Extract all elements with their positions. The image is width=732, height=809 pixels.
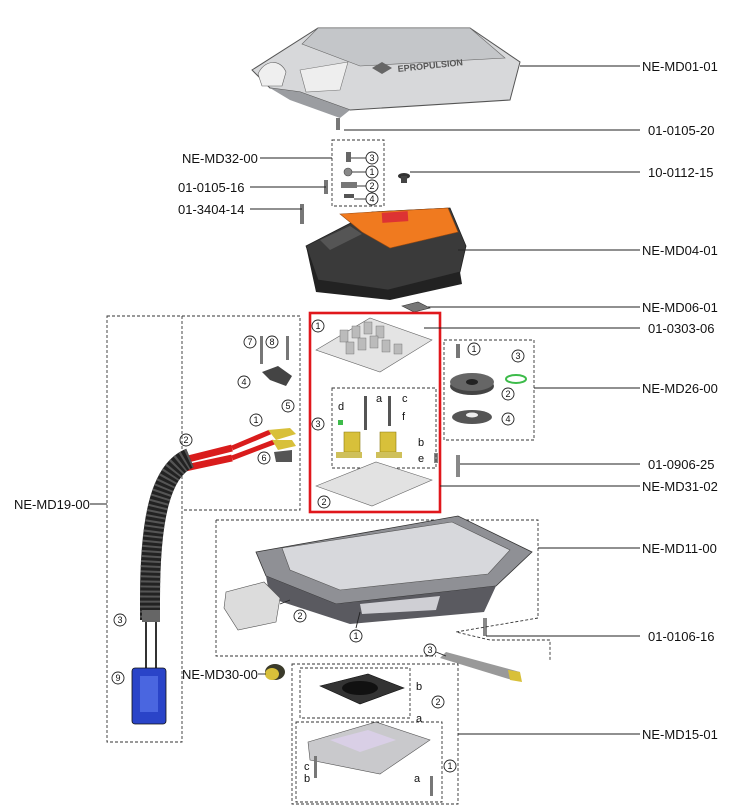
svg-text:2: 2	[297, 611, 302, 621]
callout-md19-7: 7	[243, 335, 257, 349]
svg-text:7: 7	[247, 337, 252, 347]
callout-md11-3: 3	[423, 643, 437, 657]
svg-text:4: 4	[369, 194, 374, 204]
callout-md32-4: 4	[365, 192, 379, 206]
md30-part	[265, 664, 285, 680]
label-01-0105-16: 01-0105-16	[178, 180, 245, 195]
svg-text:1: 1	[447, 761, 452, 771]
callout-md19-8: 8	[265, 335, 279, 349]
callout-md26-3: 3	[511, 349, 525, 363]
svg-text:1: 1	[315, 321, 320, 331]
md31-highlight	[308, 311, 442, 514]
svg-text:4: 4	[241, 377, 246, 387]
callout-md26-2: 2	[501, 387, 515, 401]
callout-md31-2: 2	[317, 495, 331, 509]
label-01-0303-06: 01-0303-06	[648, 321, 715, 336]
callouts: 3 1 2 4 7 8 4 5 1 2 6 3 9 1 3 2 a c d f …	[111, 151, 525, 785]
controller-housing	[305, 207, 467, 300]
md06-part	[401, 301, 431, 313]
svg-text:5: 5	[285, 401, 290, 411]
callout-md31-3: 3	[311, 417, 325, 431]
svg-text:2: 2	[505, 389, 510, 399]
md32-group	[331, 139, 385, 207]
label-ne-md15-01: NE-MD15-01	[642, 727, 718, 742]
callout-md15-1: 1	[443, 759, 457, 773]
md15-sub-c: c	[304, 761, 310, 773]
label-ne-md26-00: NE-MD26-00	[642, 381, 718, 396]
callout-md19-9: 9	[111, 671, 125, 685]
sub-label-c: c	[402, 393, 408, 405]
svg-text:1: 1	[353, 631, 358, 641]
callout-md19-4: 4	[237, 375, 251, 389]
md11-group	[215, 515, 551, 682]
callout-md32-3: 3	[365, 151, 379, 165]
callout-md19-6: 6	[257, 451, 271, 465]
callout-md11-2: 2	[293, 609, 307, 623]
md15-sub-a-bottom: a	[414, 773, 421, 785]
svg-text:3: 3	[117, 615, 122, 625]
md15-sub-b-bottom: b	[304, 773, 310, 785]
label-ne-md31-02: NE-MD31-02	[642, 479, 718, 494]
callout-md32-2: 2	[365, 179, 379, 193]
label-ne-md30-00: NE-MD30-00	[182, 667, 258, 682]
svg-text:4: 4	[505, 414, 510, 424]
svg-text:2: 2	[321, 497, 326, 507]
part-labels: NE-MD01-01 01-0105-20 NE-MD32-00 10-0112…	[14, 59, 718, 742]
sub-label-b: b	[418, 437, 424, 449]
svg-text:2: 2	[435, 697, 440, 707]
md19-group	[106, 315, 301, 743]
md15-sub-b-top: b	[416, 681, 422, 693]
label-ne-md11-00: NE-MD11-00	[642, 541, 717, 556]
callout-md32-1: 1	[365, 165, 379, 179]
svg-text:3: 3	[427, 645, 432, 655]
label-ne-md06-01: NE-MD06-01	[642, 300, 718, 315]
svg-text:9: 9	[115, 673, 120, 683]
top-cover: EPROPULSION	[251, 27, 521, 118]
sub-label-d: d	[338, 401, 344, 413]
callout-md19-2: 2	[179, 433, 193, 447]
callout-md11-1: 1	[349, 629, 363, 643]
md15-sub-a-top: a	[416, 713, 423, 725]
svg-text:3: 3	[369, 153, 374, 163]
svg-text:1: 1	[253, 415, 258, 425]
callout-md19-1: 1	[249, 413, 263, 427]
svg-text:3: 3	[315, 419, 320, 429]
callout-md26-1: 1	[467, 342, 481, 356]
md15-group	[291, 663, 459, 805]
callout-md19-5: 5	[281, 399, 295, 413]
svg-text:1: 1	[369, 167, 374, 177]
callout-md15-2: 2	[431, 695, 445, 709]
sub-label-e: e	[418, 453, 424, 465]
label-01-3404-14: 01-3404-14	[178, 202, 245, 217]
label-ne-md01-01: NE-MD01-01	[642, 59, 718, 74]
md26-group	[443, 339, 535, 441]
svg-text:6: 6	[261, 453, 266, 463]
sub-label-f: f	[402, 411, 406, 423]
label-10-0112-15: 10-0112-15	[648, 165, 714, 180]
leader-lines	[90, 65, 640, 735]
callout-md26-4: 4	[501, 412, 515, 426]
label-01-0906-25: 01-0906-25	[648, 457, 715, 472]
svg-text:2: 2	[369, 181, 374, 191]
label-ne-md04-01: NE-MD04-01	[642, 243, 718, 258]
sub-label-a: a	[376, 393, 383, 405]
svg-text:8: 8	[269, 337, 274, 347]
callout-md19-3: 3	[113, 613, 127, 627]
label-ne-md32-00: NE-MD32-00	[182, 151, 258, 166]
label-01-0106-16: 01-0106-16	[648, 629, 715, 644]
label-01-0105-20: 01-0105-20	[648, 123, 715, 138]
callout-md31-1: 1	[311, 319, 325, 333]
svg-text:3: 3	[515, 351, 520, 361]
label-ne-md19-00: NE-MD19-00	[14, 497, 90, 512]
svg-text:2: 2	[183, 435, 188, 445]
highlight-frame	[308, 311, 442, 514]
svg-text:1: 1	[471, 344, 476, 354]
